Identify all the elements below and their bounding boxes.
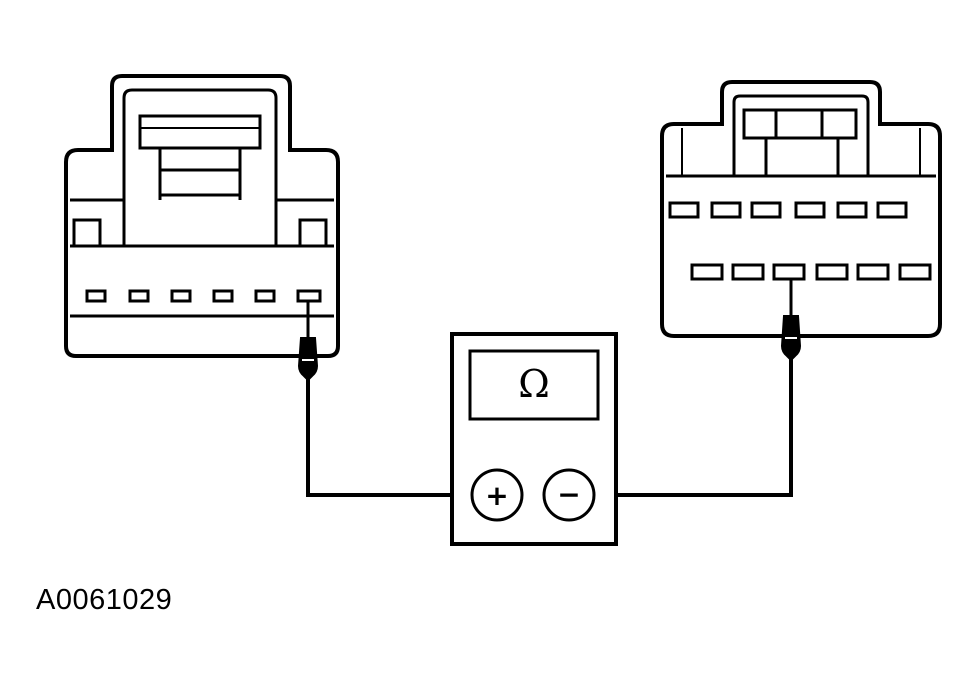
- right-connector-housing: [660, 80, 942, 338]
- left-terminal-6: [296, 289, 322, 303]
- positive-lead-wire: [306, 378, 472, 497]
- right-upper-terminal-1: [668, 201, 700, 219]
- right-connector: [660, 80, 942, 338]
- negative-terminal: [542, 468, 596, 522]
- right-lower-terminal-6: [898, 263, 932, 281]
- figure-reference-code: A0061029: [36, 584, 173, 616]
- left-terminal-2: [128, 289, 150, 303]
- positive-sign: +: [485, 479, 508, 512]
- right-terminal-row-lower: [690, 263, 932, 281]
- right-latch-window: [742, 108, 858, 140]
- left-terminal-slots: [85, 289, 322, 303]
- left-latch-window: [138, 114, 262, 150]
- right-upper-terminal-3: [750, 201, 782, 219]
- right-terminal-row-upper: [668, 201, 908, 219]
- left-terminal-3: [170, 289, 192, 303]
- left-terminal-4: [212, 289, 234, 303]
- negative-sign: −: [557, 478, 580, 511]
- right-lower-terminal-5: [856, 263, 890, 281]
- right-lower-terminal-3: [772, 263, 806, 281]
- left-terminal-1: [85, 289, 107, 303]
- positive-terminal: [470, 468, 524, 522]
- ohmmeter-display: [468, 349, 600, 421]
- negative-lead-wire: [596, 356, 793, 497]
- left-connector: [64, 74, 340, 358]
- right-upper-terminal-6: [876, 201, 908, 219]
- ohmmeter: Ω + −: [450, 332, 618, 546]
- left-connector-latch: [122, 88, 278, 200]
- right-upper-terminal-5: [836, 201, 868, 219]
- right-upper-terminal-2: [710, 201, 742, 219]
- right-lower-terminal-4: [815, 263, 849, 281]
- right-connector-latch: [732, 94, 870, 176]
- left-probe: [297, 337, 319, 382]
- right-probe: [780, 315, 802, 362]
- left-connector-upper-step: [70, 198, 334, 248]
- right-upper-terminal-4: [794, 201, 826, 219]
- left-connector-housing: [64, 74, 340, 358]
- right-lower-terminal-1: [690, 263, 724, 281]
- left-terminal-5: [254, 289, 276, 303]
- test-leads: [306, 279, 793, 497]
- left-notch-left: [72, 218, 102, 248]
- ohm-symbol: Ω: [518, 362, 550, 406]
- left-notch-right: [298, 218, 328, 248]
- right-lower-terminal-2: [731, 263, 765, 281]
